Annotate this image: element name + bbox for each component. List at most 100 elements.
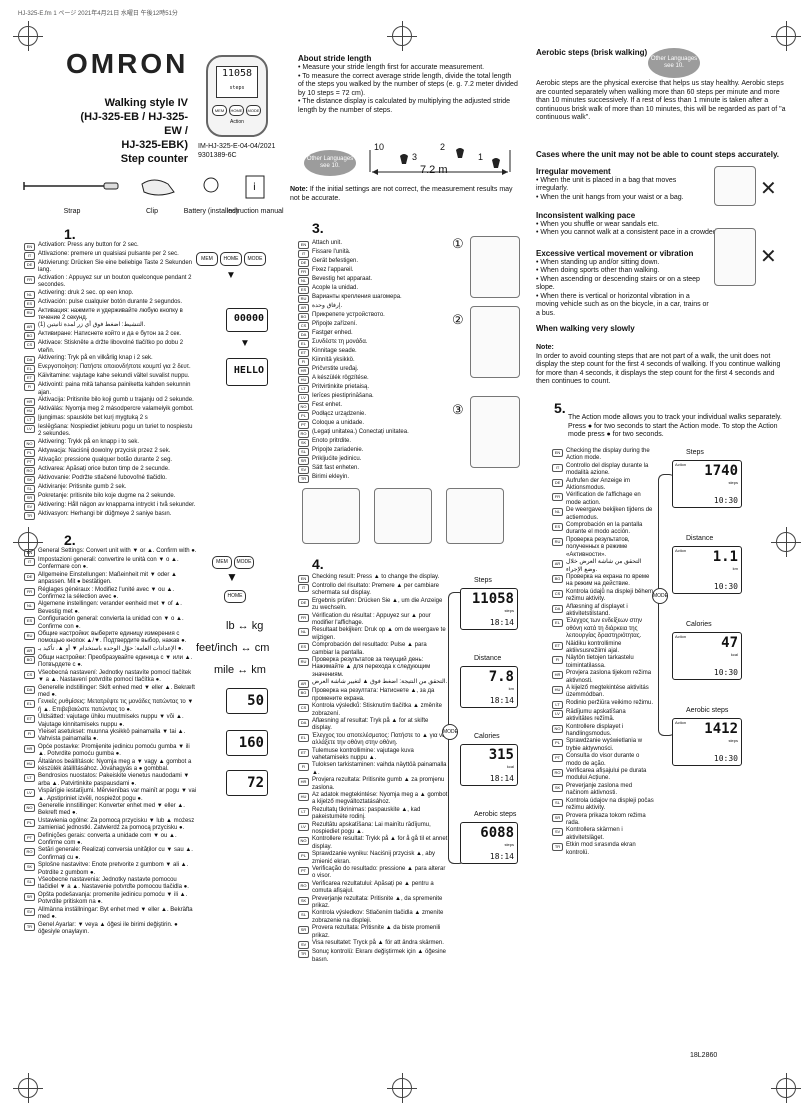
instruction-text: Aktivasyon: Herhangi bir düğmeye 2 saniy… <box>38 510 172 517</box>
language-code-badge: LV <box>24 789 35 798</box>
panel-section-label: Steps <box>474 577 492 584</box>
language-code-badge: SR <box>24 493 35 502</box>
instruction-text: Rādījumu apskatīšana aktivitātes režīmā. <box>566 708 626 723</box>
language-code-badge: ES <box>298 286 309 294</box>
language-code-badge: NO <box>24 439 35 448</box>
home-button: HOME <box>224 590 246 603</box>
language-code-badge: ES <box>298 643 309 652</box>
model-line: Step counter <box>120 153 188 165</box>
language-code-badge: PL <box>298 412 309 420</box>
panel-section-label: Distance <box>686 535 714 542</box>
language-code-badge: PT <box>298 867 309 876</box>
language-code-badge: RO <box>298 881 309 890</box>
step-2-number: 2. <box>64 532 76 548</box>
model-line: Walking style IV <box>104 97 188 109</box>
instruction-text: Pritvirtinkite prietaisą. <box>312 384 370 390</box>
language-code-badge: PT <box>552 754 563 763</box>
instruction-text: Provjera zaslona tijekom režima aktivnos… <box>566 670 652 684</box>
language-code-badge: RO <box>24 466 35 475</box>
language-code-badge: ES <box>24 617 35 626</box>
display-dots: 00000 <box>226 308 268 332</box>
instruction-text: Etkin mod sırasında ekran kontrolü. <box>566 842 636 856</box>
language-code-badge: HR <box>24 744 35 753</box>
instruction-text: Prikljućite jedinicu. <box>312 456 362 462</box>
language-code-badge: FI <box>298 763 309 772</box>
language-code-badge: ES <box>24 299 35 308</box>
mem-button: MEM <box>196 252 218 266</box>
part-battery-label: Battery (installed) <box>183 208 239 215</box>
instruction-text: Preverjanje zaslona med načinom aktivnos… <box>566 782 633 797</box>
cyclist-illustration <box>714 228 756 286</box>
instruction-text: Attivazione: premere un qualsiasi pulsan… <box>38 251 179 257</box>
language-code-badge: PT <box>24 833 35 842</box>
instruction-text: Συνδέστε τη μονάδα. <box>312 339 368 345</box>
language-code-badge: DA <box>298 718 309 727</box>
model-line: HJ-325-EBK) <box>121 139 188 151</box>
language-code-badge: NL <box>298 277 309 285</box>
language-code-badge: EL <box>24 365 35 374</box>
language-code-badge: TR <box>298 475 309 483</box>
language-code-badge: ET <box>24 374 35 383</box>
language-code-badge: NO <box>552 724 563 733</box>
registration-mark <box>771 1073 801 1103</box>
instruction-text: Fastgør enhed. <box>312 330 353 336</box>
language-code-badge: TR <box>24 922 35 931</box>
other-languages-badge: Other Languages see 10. <box>304 150 356 176</box>
step-5-number: 5. <box>554 400 566 416</box>
instruction-text: (Legați unitatea.) Conectați unitatea. <box>312 429 409 435</box>
instruction-text: Configuración general: convierta la unid… <box>38 616 184 630</box>
language-code-badge: AR <box>298 680 309 689</box>
instruction-text: Visa resultatet: Tryck på ▲ för att ändr… <box>312 940 444 947</box>
display-time: 18:14 <box>489 852 514 861</box>
unit-weight: lb ↔ kg <box>226 620 264 632</box>
case-item: • When the unit hangs from your waist or… <box>536 193 684 201</box>
display-value: 315 <box>488 747 514 763</box>
language-code-badge: AR <box>298 304 309 312</box>
cases-note: Note: In order to avoid counting steps t… <box>536 344 781 385</box>
instruction-text: Ierīces piestiprināšana. <box>312 393 374 399</box>
language-code-badge: IT <box>298 250 309 258</box>
registration-mark <box>771 21 801 51</box>
instruction-text: Birimi ekleyin. <box>312 474 350 480</box>
instruction-text: Verificarea afișajului pe durata modului… <box>566 768 647 782</box>
language-code-badge: IT <box>24 252 35 260</box>
stride-bullet: • Measure your stride length first for a… <box>298 64 485 71</box>
language-code-badge: SL <box>298 448 309 456</box>
instruction-text: Проверка результатов за текущий день: На… <box>312 657 431 678</box>
instruction-text: Fixez l'appareil. <box>312 267 354 273</box>
panel-section-label: Steps <box>686 449 704 456</box>
instruction-text: Rodinio peržiūra veikimo režimu. <box>566 699 654 706</box>
instruction-text: التنشيط: اضغط فوق أي زر لمدة ثانيتين (1)… <box>38 322 146 329</box>
display-value: 7.8 <box>488 669 514 685</box>
language-code-badge: LT <box>298 807 309 816</box>
instruction-text: Käivitamine: vajutage kahe sekundi välte… <box>38 373 190 380</box>
